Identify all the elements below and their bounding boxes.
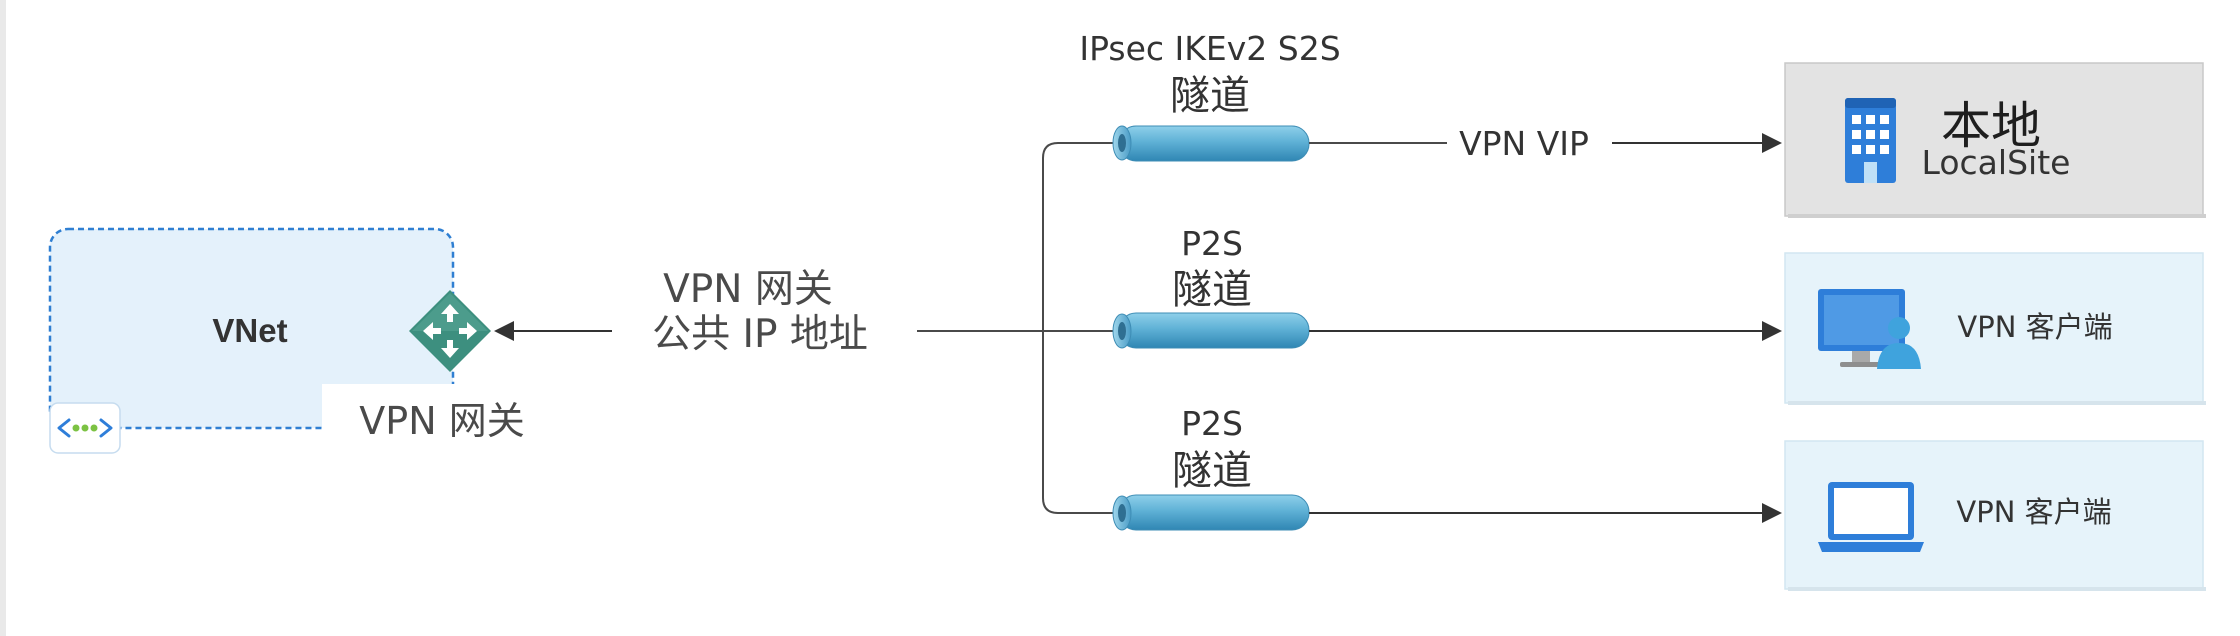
tunnel-p2s-tube-2: [1112, 494, 1310, 531]
tunnel-p2s-tube-1: [1112, 312, 1310, 349]
client-label-1: VPN 客户端: [1957, 310, 2112, 344]
tunnel-p2s2-label-line1: P2S: [1181, 404, 1243, 443]
tunnel-s2s-tube: [1112, 125, 1310, 162]
vpn-vip-label: VPN VIP: [1459, 124, 1589, 163]
vnet-group: VNet: [48, 227, 554, 454]
gateway-arrows-icon: [409, 290, 491, 372]
public-ip-label-line2: 公共 IP 地址: [652, 312, 868, 357]
tunnel-p2s1-label-line2: 隧道: [1172, 267, 1252, 313]
tunnel-s2s-label-line2: 隧道: [1170, 73, 1250, 119]
local-site-subtitle: LocalSite: [1922, 143, 2071, 182]
tunnel-trunk-line: [1042, 142, 1113, 514]
tunnel-s2s-label-line1: IPsec IKEv2 S2S: [1079, 29, 1340, 68]
tunnel-p2s1-label-line1: P2S: [1181, 224, 1243, 263]
desktop-user-icon: [1818, 289, 1921, 369]
gateway-label-backdrop: [322, 384, 554, 444]
tunnel-p2s2-label-line2: 隧道: [1172, 448, 1252, 494]
vnet-label: VNet: [212, 312, 287, 349]
client-label-2: VPN 客户端: [1956, 495, 2111, 529]
left-edge-strip: [0, 0, 6, 636]
gateway-label: VPN 网关: [359, 399, 524, 443]
vnet-box: [48, 227, 455, 430]
public-ip-label-line1: VPN 网关: [663, 267, 833, 312]
vnet-icon: [49, 402, 121, 454]
building-icon: [1845, 98, 1896, 183]
laptop-icon: [1818, 482, 1924, 552]
local-site-title: 本地: [1941, 97, 2041, 155]
